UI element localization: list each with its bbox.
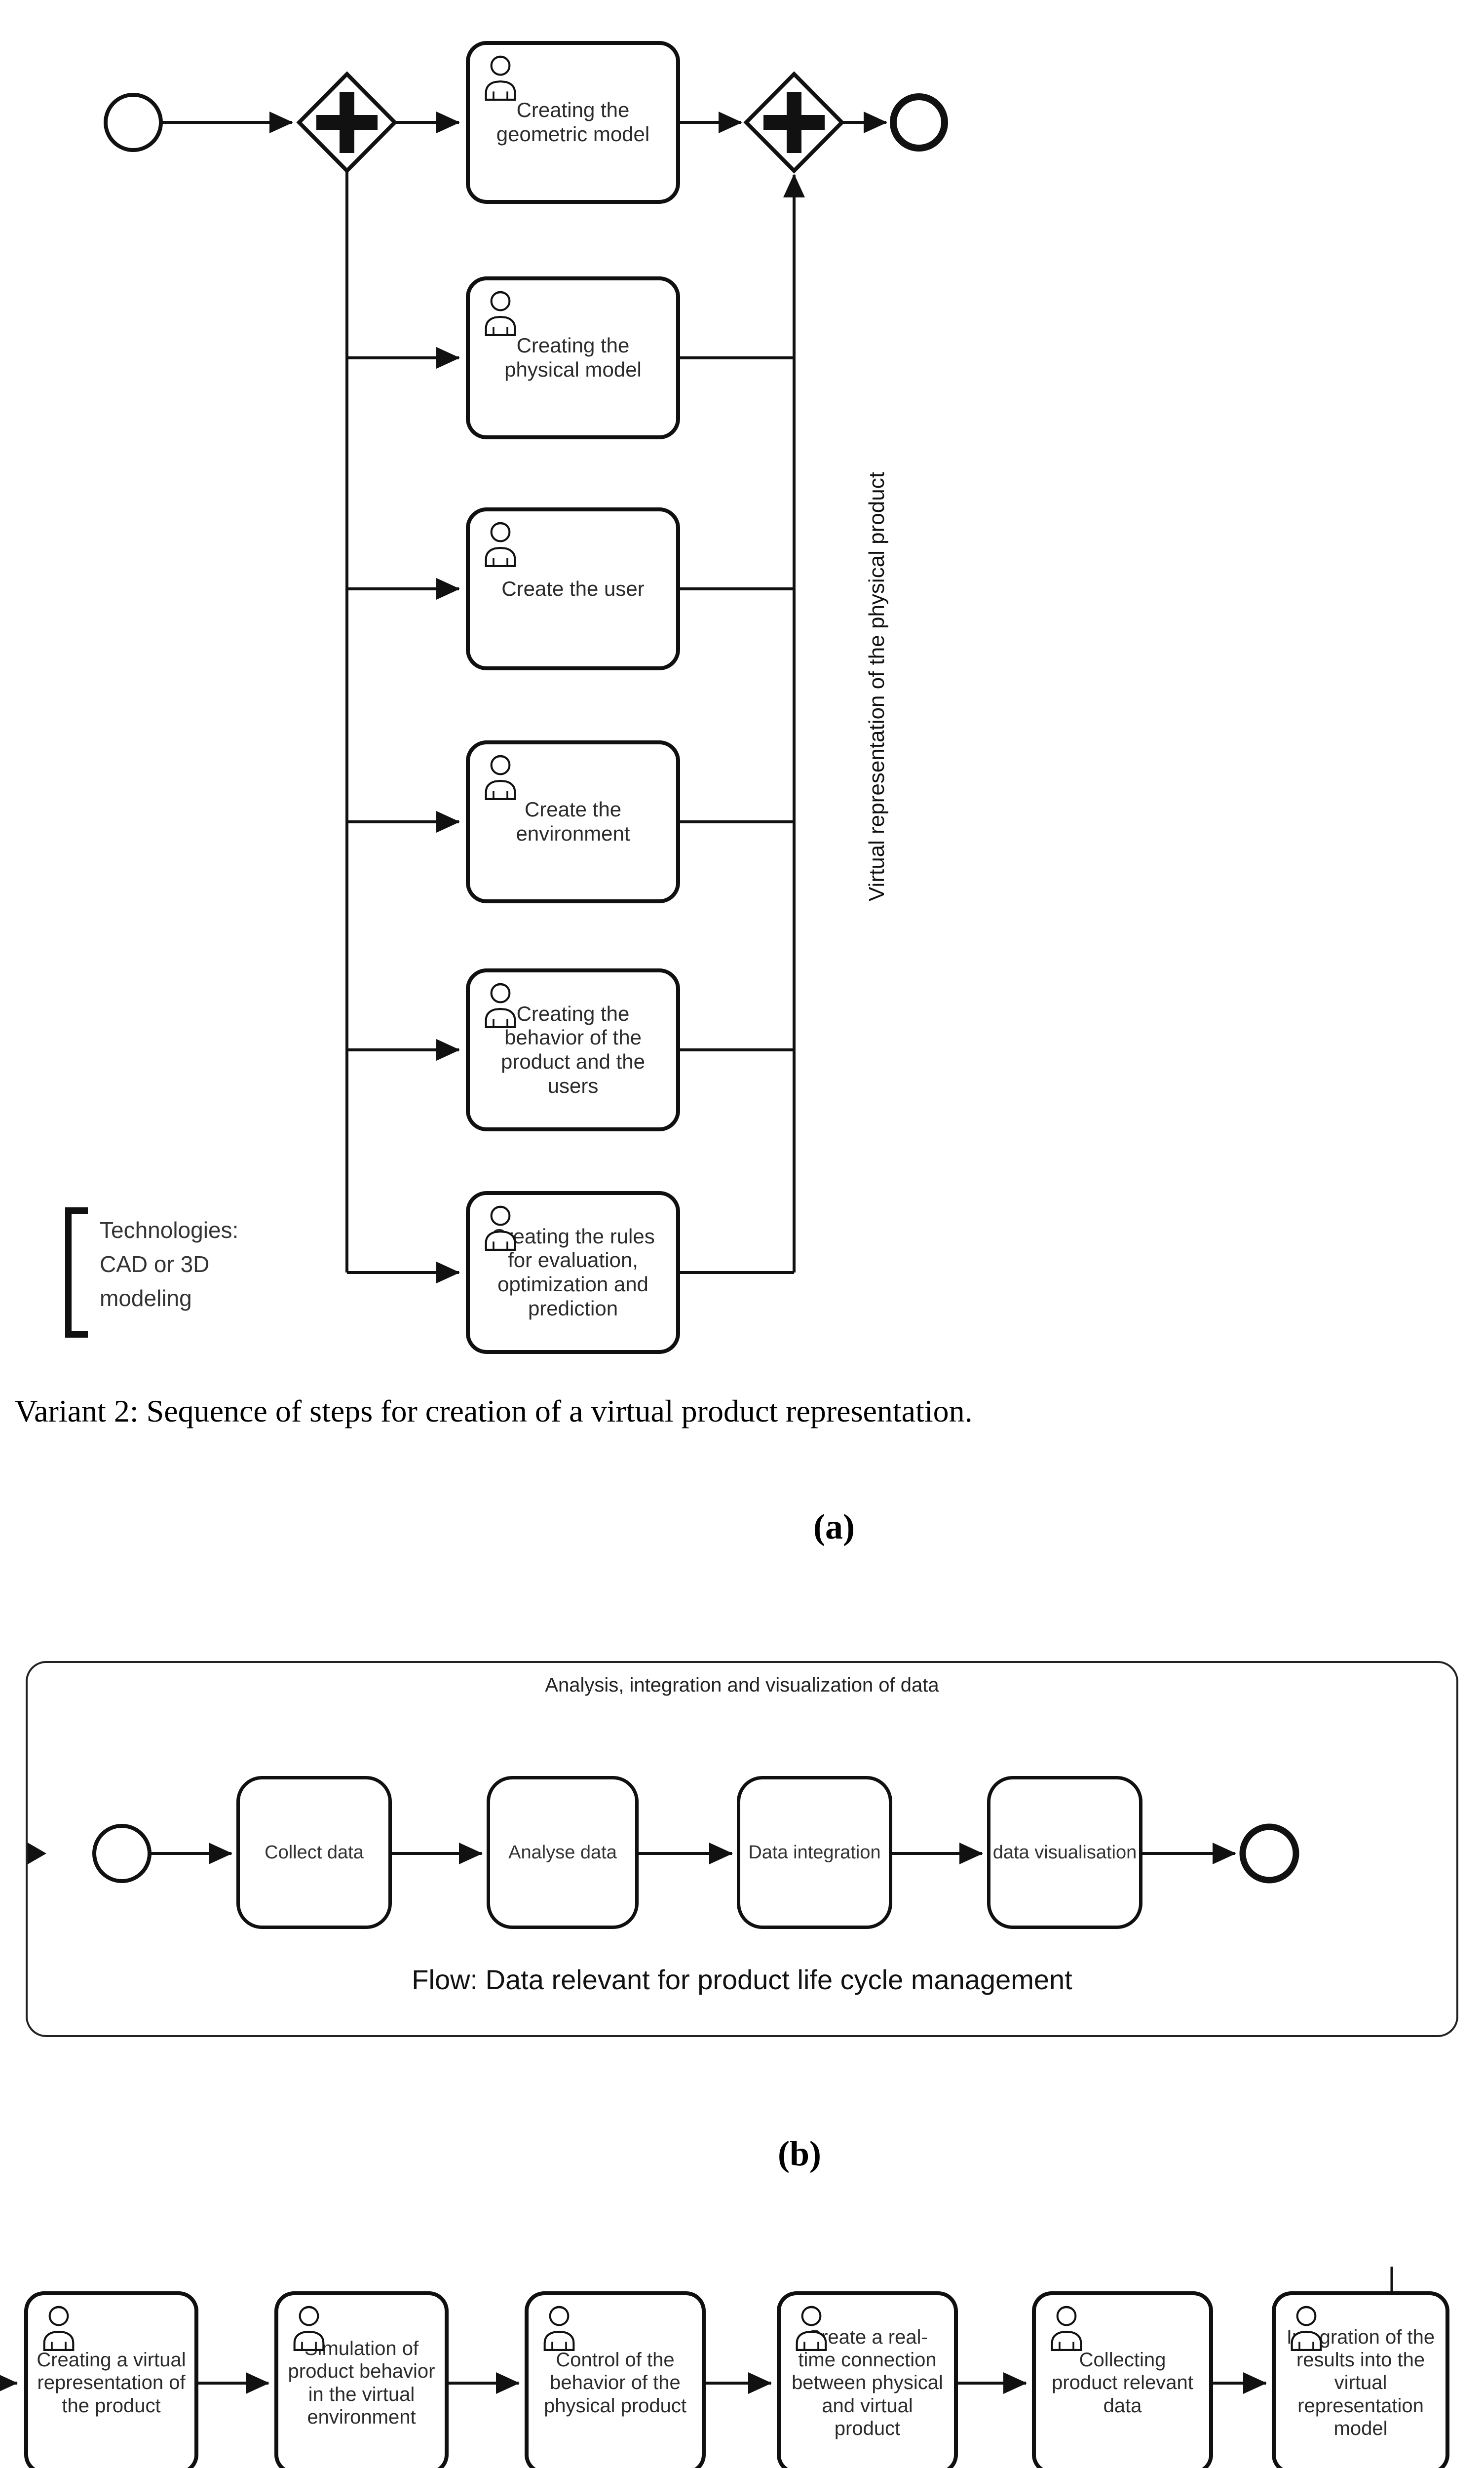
user-task-icon: [293, 2306, 325, 2351]
task-simulation-product-behavior: Simulation of product behavior in the vi…: [274, 2291, 449, 2468]
bracket-shape: [65, 1207, 88, 1338]
task-creating-rules: Creating the rules for evaluation, optim…: [466, 1191, 680, 1354]
task-label: Create the environment: [516, 798, 630, 845]
task-label: data visualisation: [992, 1842, 1137, 1863]
task-collecting-data: Collecting product relevant data: [1032, 2291, 1213, 2468]
task-label: Creating the physical model: [504, 334, 642, 381]
user-task-icon: [1291, 2306, 1322, 2351]
boundary-arrow-icon: [28, 1843, 46, 1864]
task-label: Collecting product relevant data: [1052, 2349, 1193, 2417]
task-label: Create the user: [501, 577, 645, 600]
plus-icon: [763, 92, 825, 153]
user-task-icon: [485, 55, 516, 101]
task-realtime-connection: Create a real-time connection between ph…: [777, 2291, 958, 2468]
task-label: Analyse data: [508, 1842, 617, 1863]
user-task-icon: [1051, 2306, 1082, 2351]
user-task-icon: [485, 522, 516, 567]
task-creating-geometric-model: Creating the geometric model: [466, 41, 680, 204]
task-create-environment: Create the environment: [466, 740, 680, 903]
task-create-user: Create the user: [466, 507, 680, 670]
plus-icon: [316, 92, 378, 153]
vertical-annotation: Virtual representation of the physical p…: [865, 472, 889, 901]
figure-label-b: (b): [778, 2134, 821, 2173]
end-event-a: [890, 93, 948, 152]
task-collect-data: Collect data: [236, 1776, 392, 1929]
task-creating-virtual-representation: Creating a virtual representation of the…: [24, 2291, 198, 2468]
task-label: Integration of the results into the virt…: [1286, 2326, 1435, 2440]
task-analyse-data: Analyse data: [487, 1776, 639, 1929]
task-label: Creating the rules for evaluation, optim…: [491, 1224, 655, 1320]
technologies-note: Technologies: CAD or 3D modeling: [100, 1217, 239, 1311]
task-label: Creating the geometric model: [496, 98, 650, 146]
task-data-integration: Data integration: [737, 1776, 892, 1929]
start-event-a: [104, 93, 163, 152]
caption-variant-2: Variant 2: Sequence of steps for creatio…: [15, 1393, 973, 1428]
user-task-icon: [43, 2306, 75, 2351]
user-task-icon: [485, 755, 516, 800]
user-task-icon: [796, 2306, 827, 2351]
task-label: Creating the behavior of the product and…: [501, 1002, 645, 1097]
user-task-icon: [543, 2306, 575, 2351]
user-task-icon: [485, 1205, 516, 1251]
task-integration-results: Integration of the results into the virt…: [1272, 2291, 1449, 2468]
user-task-icon: [485, 291, 516, 336]
subprocess-title: Analysis, integration and visualization …: [545, 1674, 939, 1696]
caption-flow-b: Flow: Data relevant for product life cyc…: [412, 1964, 1072, 1995]
task-label: Creating a virtual representation of the…: [37, 2349, 186, 2417]
start-event-b: [92, 1824, 152, 1883]
user-task-icon: [485, 983, 516, 1028]
task-data-visualisation: data visualisation: [987, 1776, 1142, 1929]
end-event-b: [1239, 1823, 1299, 1884]
task-creating-behavior: Creating the behavior of the product and…: [466, 968, 680, 1131]
task-label: Collect data: [265, 1842, 364, 1863]
task-creating-physical-model: Creating the physical model: [466, 276, 680, 439]
task-control-behavior: Control of the behavior of the physical …: [525, 2291, 706, 2468]
figure-label-a: (a): [813, 1507, 855, 1546]
task-label: Control of the behavior of the physical …: [543, 2349, 687, 2417]
task-label: Create a real-time connection between ph…: [792, 2326, 943, 2440]
task-label: Data integration: [748, 1842, 881, 1863]
